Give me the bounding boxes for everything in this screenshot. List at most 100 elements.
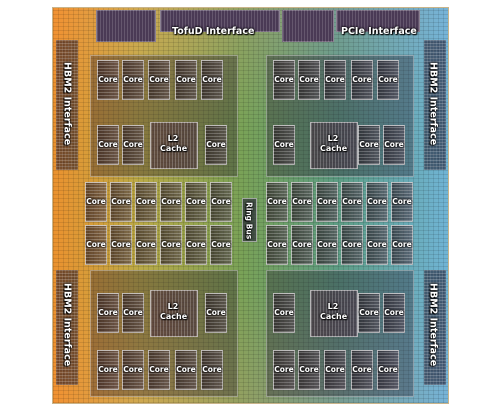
core-7: Core [298, 60, 320, 100]
core-15: Core [358, 125, 380, 165]
core-label: Core [206, 140, 226, 149]
core-label: Core [299, 365, 319, 374]
core-22: Core [210, 182, 232, 222]
tofud-interface-label: TofuD Interface [172, 26, 255, 37]
core-label: Core [149, 75, 169, 84]
core-label: Core [367, 240, 387, 249]
core-label: Core [149, 365, 169, 374]
core-label: Core [176, 365, 196, 374]
core-42: Core [122, 293, 144, 333]
core-label: Core [123, 140, 143, 149]
core-label: Core [392, 240, 412, 249]
core-17: Core [85, 182, 107, 222]
core-48: Core [122, 350, 144, 390]
l2-cache-top-left [150, 122, 198, 169]
core-28: Core [391, 182, 413, 222]
core-52: Core [273, 350, 295, 390]
core-label: Core [86, 240, 106, 249]
core-label: Core [342, 197, 362, 206]
ring-bus-label: Ring Bus [244, 202, 254, 240]
core-label: Core [98, 75, 118, 84]
core-label: Core [186, 197, 206, 206]
core-label: Core [176, 75, 196, 84]
core-label: Core [359, 308, 379, 317]
core-35: Core [266, 225, 288, 265]
core-label: Core [136, 240, 156, 249]
hbm2-interface-label-top-left: HBM2 Interface [61, 62, 73, 146]
core-18: Core [110, 182, 132, 222]
core-29: Core [85, 225, 107, 265]
core-55: Core [351, 350, 373, 390]
hbm2-interface-label-bottom-right: HBM2 Interface [427, 283, 439, 367]
hbm2-interface-label-top-right: HBM2 Interface [427, 62, 439, 146]
core-label: Core [352, 365, 372, 374]
core-label: Core [202, 75, 222, 84]
core-36: Core [291, 225, 313, 265]
core-label: Core [211, 240, 231, 249]
core-33: Core [185, 225, 207, 265]
core-label: Core [359, 140, 379, 149]
core-label: Core [342, 240, 362, 249]
core-label: Core [206, 308, 226, 317]
core-label: Core [161, 240, 181, 249]
core-47: Core [97, 350, 119, 390]
core-label: Core [317, 240, 337, 249]
pcie-interface-label: PCIe Interface [341, 26, 417, 37]
core-label: Core [111, 197, 131, 206]
core-30: Core [110, 225, 132, 265]
core-27: Core [366, 182, 388, 222]
core-45: Core [358, 293, 380, 333]
core-46: Core [383, 293, 405, 333]
core-6: Core [273, 60, 295, 100]
core-label: Core [98, 308, 118, 317]
core-43: Core [205, 293, 227, 333]
core-label: Core [267, 240, 287, 249]
core-3: Core [148, 60, 170, 100]
core-20: Core [160, 182, 182, 222]
core-label: Core [274, 308, 294, 317]
core-39: Core [366, 225, 388, 265]
hbm2-interface-label-bottom-left: HBM2 Interface [61, 283, 73, 367]
core-37: Core [316, 225, 338, 265]
core-31: Core [135, 225, 157, 265]
core-label: Core [392, 197, 412, 206]
core-label: Core [367, 197, 387, 206]
core-label: Core [136, 197, 156, 206]
core-label: Core [186, 240, 206, 249]
tofud-phy-block [160, 10, 280, 32]
core-label: Core [123, 75, 143, 84]
core-24: Core [291, 182, 313, 222]
core-41: Core [97, 293, 119, 333]
core-label: Core [211, 197, 231, 206]
core-51: Core [201, 350, 223, 390]
core-label: Core [111, 240, 131, 249]
top-mid-block [282, 10, 334, 42]
core-9: Core [351, 60, 373, 100]
core-label: Core [384, 308, 404, 317]
core-50: Core [175, 350, 197, 390]
core-23: Core [266, 182, 288, 222]
core-label: Core [317, 197, 337, 206]
core-label: Core [325, 75, 345, 84]
hbm2-strip-bottom-left [56, 270, 78, 385]
core-8: Core [324, 60, 346, 100]
core-label: Core [378, 365, 398, 374]
core-49: Core [148, 350, 170, 390]
core-34: Core [210, 225, 232, 265]
l2-cache-top-right [310, 122, 358, 169]
core-1: Core [97, 60, 119, 100]
core-25: Core [316, 182, 338, 222]
core-label: Core [274, 365, 294, 374]
core-56: Core [377, 350, 399, 390]
core-label: Core [98, 140, 118, 149]
hbm2-strip-bottom-right [424, 270, 446, 385]
core-label: Core [378, 75, 398, 84]
core-26: Core [341, 182, 363, 222]
core-label: Core [86, 197, 106, 206]
core-label: Core [292, 240, 312, 249]
hbm2-strip-top-left [56, 40, 78, 170]
top-left-block [96, 10, 156, 42]
